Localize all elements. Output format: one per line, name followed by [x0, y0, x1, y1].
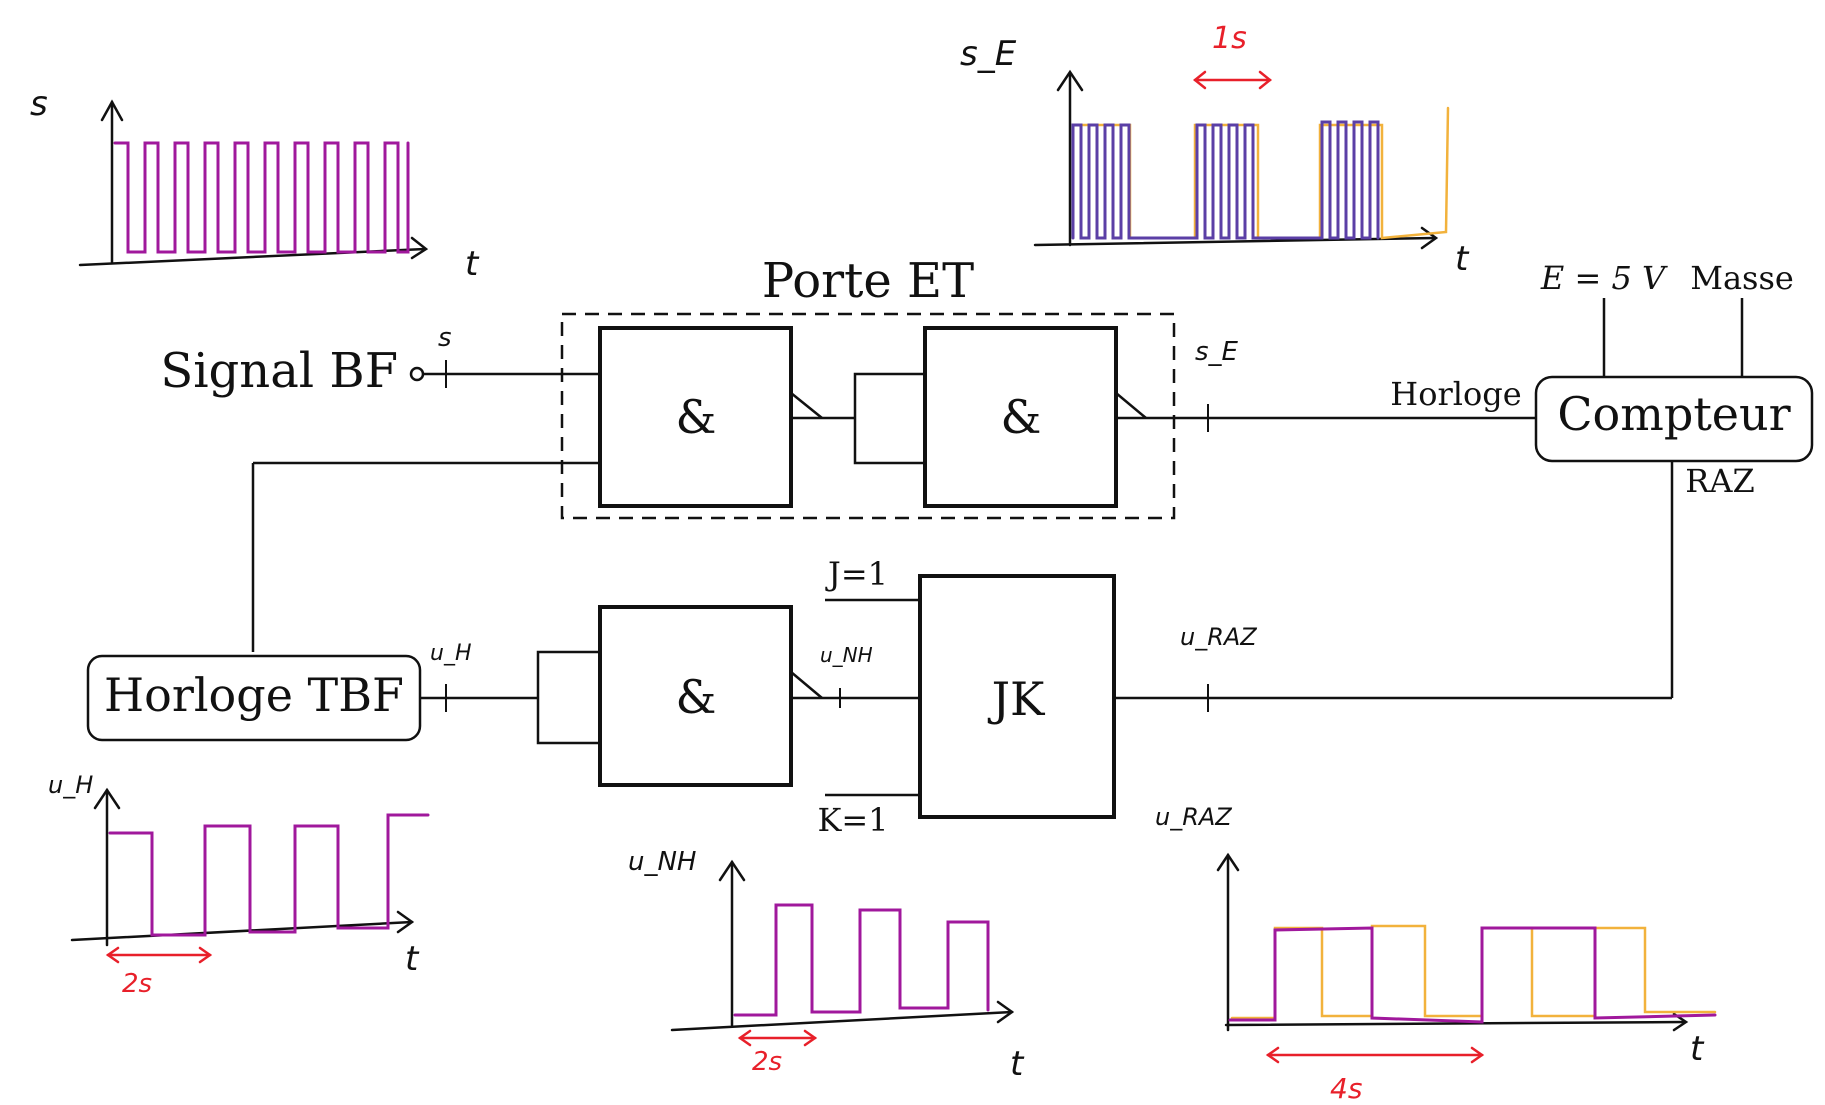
signal-bf-label: Signal BF — [160, 343, 398, 399]
plot-uraz-ylabel: u_RAZ — [1155, 803, 1232, 831]
supply-label: E = 5 V — [1540, 259, 1668, 297]
plot-uraz-xlabel: t — [1690, 1029, 1705, 1069]
plot-se-xlabel: t — [1455, 239, 1470, 279]
signal-bf-terminal — [409, 366, 425, 382]
plot-uh-xlabel: t — [405, 939, 420, 979]
plot-unh — [670, 859, 1015, 1047]
plot-uh-period: 2s — [122, 969, 152, 999]
porte-et-boundary — [560, 312, 1176, 520]
plot-s-signal — [113, 141, 410, 254]
gate-3-symbol: & — [676, 670, 717, 724]
plot-s-ylabel: s — [30, 84, 48, 124]
plot-s-xlabel: t — [465, 244, 480, 284]
plot-unh-signal — [733, 903, 990, 1017]
plot-uh-signal — [108, 813, 430, 937]
wire-label-se: s_E — [1195, 337, 1239, 367]
plot-unh-period: 2s — [752, 1047, 782, 1077]
plot-unh-xlabel: t — [1010, 1044, 1025, 1084]
gate-1-symbol: & — [676, 390, 717, 444]
horloge-input-label: Horloge — [1390, 375, 1521, 413]
gate-2-symbol: & — [1001, 390, 1042, 444]
porte-et-label: Porte ET — [762, 253, 974, 309]
horloge-tbf-box — [86, 654, 422, 742]
plot-se-ylabel: s_E — [960, 34, 1017, 74]
plot-unh-ylabel: u_NH — [628, 847, 696, 877]
jk-label: JK — [988, 672, 1046, 726]
compteur-label: Compteur — [1557, 387, 1790, 441]
plot-uh-ylabel: u_H — [48, 771, 93, 799]
plot-s — [78, 99, 429, 267]
plot-se — [1033, 69, 1450, 250]
horloge-tbf-label: Horloge TBF — [104, 668, 404, 722]
masse-label: Masse — [1690, 259, 1794, 297]
circuit — [251, 298, 1744, 819]
wire-label-uraz: u_RAZ — [1180, 623, 1257, 651]
plot-uraz-period: 4s — [1330, 1072, 1362, 1105]
k-label: K=1 — [817, 801, 888, 839]
plot-se-duration: 1s — [1212, 21, 1247, 56]
raz-label: RAZ — [1685, 462, 1754, 500]
wire-label-unh: u_NH — [820, 643, 873, 667]
plot-uraz — [1216, 852, 1717, 1064]
wire-label-s: s — [438, 323, 452, 353]
compteur-box — [1534, 375, 1814, 463]
plot-uh — [70, 787, 430, 964]
and-gate-3 — [598, 605, 793, 787]
jk-flipflop — [918, 574, 1116, 819]
plot-uraz-signal — [1228, 926, 1717, 1024]
j-label: J=1 — [825, 555, 888, 593]
plot-se-signal — [1071, 120, 1380, 240]
wire-label-uh: u_H — [430, 641, 472, 666]
